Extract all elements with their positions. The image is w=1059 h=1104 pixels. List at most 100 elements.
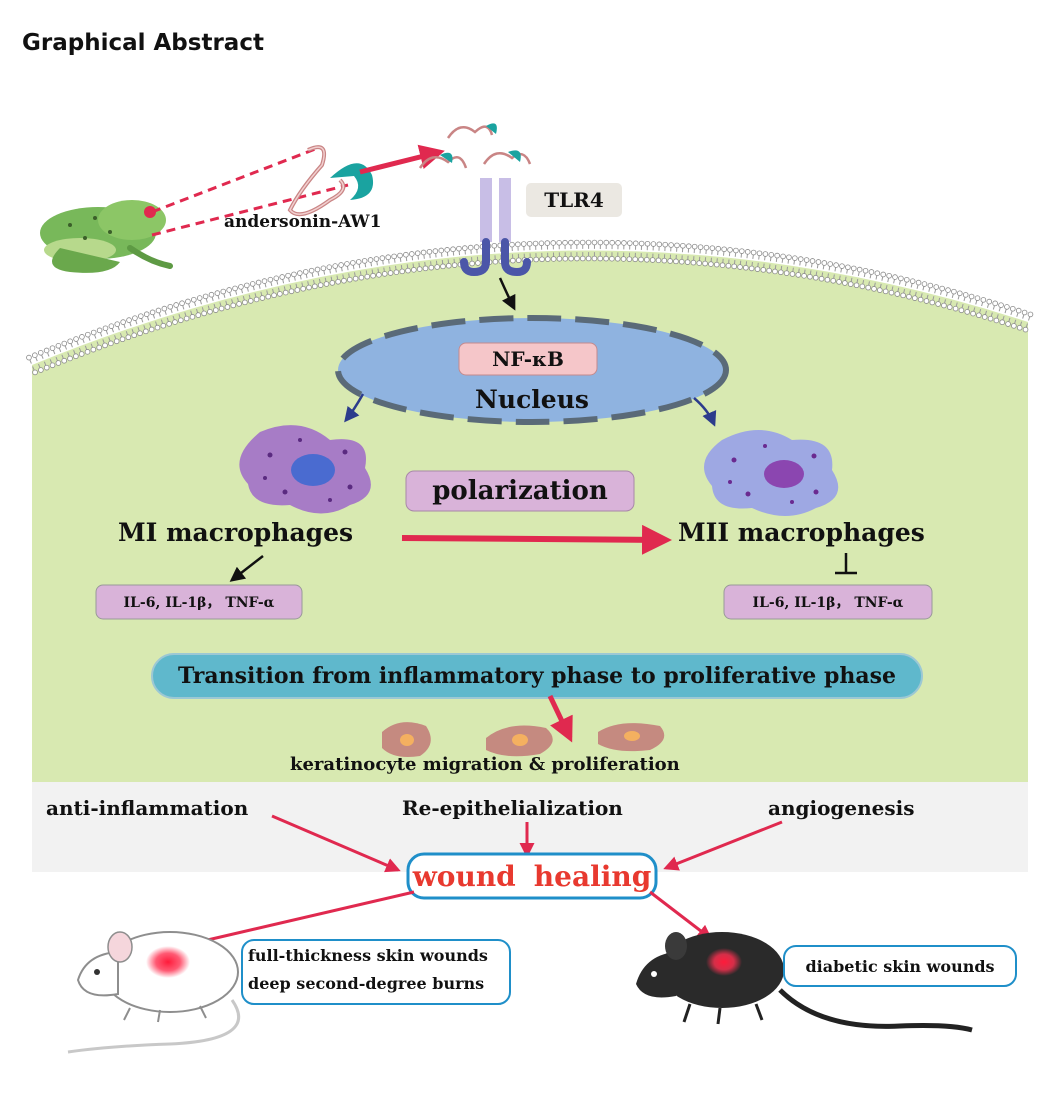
lipid-head	[68, 356, 73, 361]
lipid-head	[533, 241, 538, 246]
lipid-head	[1006, 322, 1011, 327]
lipid-head	[85, 349, 90, 354]
lipid-head	[987, 299, 992, 304]
lipid-head	[297, 271, 302, 276]
lipid-head	[85, 332, 90, 337]
lipid-head	[627, 257, 632, 262]
lipid-head	[971, 311, 976, 316]
lipid-head	[575, 256, 580, 261]
lipid-head	[965, 310, 970, 315]
lipid-head	[810, 259, 815, 264]
lipid-head	[734, 248, 739, 253]
lipid-head	[627, 241, 632, 246]
lipid-head	[97, 328, 102, 333]
lipid-head	[845, 265, 850, 270]
lipid-head	[309, 268, 314, 273]
m1-label: MI macrophages	[118, 518, 353, 547]
lipid-head	[303, 269, 308, 274]
lipid-head	[268, 277, 273, 282]
lipid-head	[922, 282, 927, 287]
lipid-head	[406, 268, 411, 273]
lipid-head	[180, 301, 185, 306]
lipid-head	[679, 259, 684, 264]
lipid-head	[936, 302, 941, 307]
lipid-head	[790, 272, 795, 277]
wound-healing-label: wound healing	[408, 854, 656, 898]
lipid-head	[540, 257, 545, 262]
lipid-head	[698, 245, 703, 250]
lipid-head	[928, 283, 933, 288]
lipid-head	[592, 240, 597, 245]
lipid-head	[656, 258, 661, 263]
lipid-head	[374, 257, 379, 262]
nfkb-label: NF-κB	[459, 343, 597, 375]
lipid-head	[714, 262, 719, 267]
lipid-head	[792, 256, 797, 261]
lipid-head	[872, 286, 877, 291]
lipid-head	[186, 299, 191, 304]
lipid-head	[639, 241, 644, 246]
lipid-head	[697, 261, 702, 266]
lipid-head	[429, 265, 434, 270]
lipid-head	[685, 260, 690, 265]
lipid-head	[191, 297, 196, 302]
lipid-head	[645, 241, 650, 246]
lipid-head	[569, 240, 574, 245]
lipid-head	[32, 353, 37, 358]
lipid-head	[743, 265, 748, 270]
lipid-head	[907, 294, 912, 299]
receptor-label: TLR4	[526, 183, 622, 217]
lipid-head	[842, 281, 847, 286]
lipid-head	[650, 258, 655, 263]
lipid-head	[539, 241, 544, 246]
lipid-head	[831, 278, 836, 283]
lipid-head	[633, 257, 638, 262]
lipid-head	[286, 273, 291, 278]
lipid-head	[657, 242, 662, 247]
lipid-head	[942, 303, 947, 308]
lipid-head	[365, 274, 370, 279]
lipid-head	[863, 268, 868, 273]
lipid-head	[813, 275, 818, 280]
lipid-head	[115, 322, 120, 327]
lipid-head	[569, 256, 574, 261]
lipid-head	[441, 264, 446, 269]
lipid-head	[318, 283, 323, 288]
lipid-head	[887, 273, 892, 278]
lipid-head	[930, 300, 935, 305]
lipid-head	[912, 296, 917, 301]
wound-word: wound	[413, 860, 516, 893]
lipid-head	[828, 262, 833, 267]
lipid-head	[947, 305, 952, 310]
lipid-head	[108, 341, 113, 346]
lipid-head	[74, 337, 79, 342]
lipid-head	[1010, 306, 1015, 311]
lipid-head	[262, 279, 267, 284]
lipid-head	[404, 252, 409, 257]
lipid-head	[149, 327, 154, 332]
model-left-line1: full-thickness skin wounds	[248, 946, 488, 965]
lipid-head	[703, 261, 708, 266]
lipid-head	[462, 246, 467, 251]
lipid-head	[761, 267, 766, 272]
lipid-head	[669, 243, 674, 248]
lipid-head	[138, 331, 143, 336]
lipid-head	[336, 279, 341, 284]
lipid-head	[474, 245, 479, 250]
lipid-head	[663, 242, 668, 247]
lipid-head	[392, 254, 397, 259]
lipid-head	[819, 276, 824, 281]
lipid-head	[121, 320, 126, 325]
lipid-head	[953, 306, 958, 311]
peptide-label: andersonin-AW1	[224, 212, 381, 232]
lipid-head	[639, 257, 644, 262]
lipid-head	[982, 315, 987, 320]
lipid-head	[1028, 312, 1033, 317]
lipid-head	[178, 318, 183, 323]
lipid-head	[380, 256, 385, 261]
lipid-head	[668, 259, 673, 264]
lipid-head	[196, 313, 201, 318]
polarization-label: polarization	[406, 471, 634, 511]
lipid-head	[604, 256, 609, 261]
